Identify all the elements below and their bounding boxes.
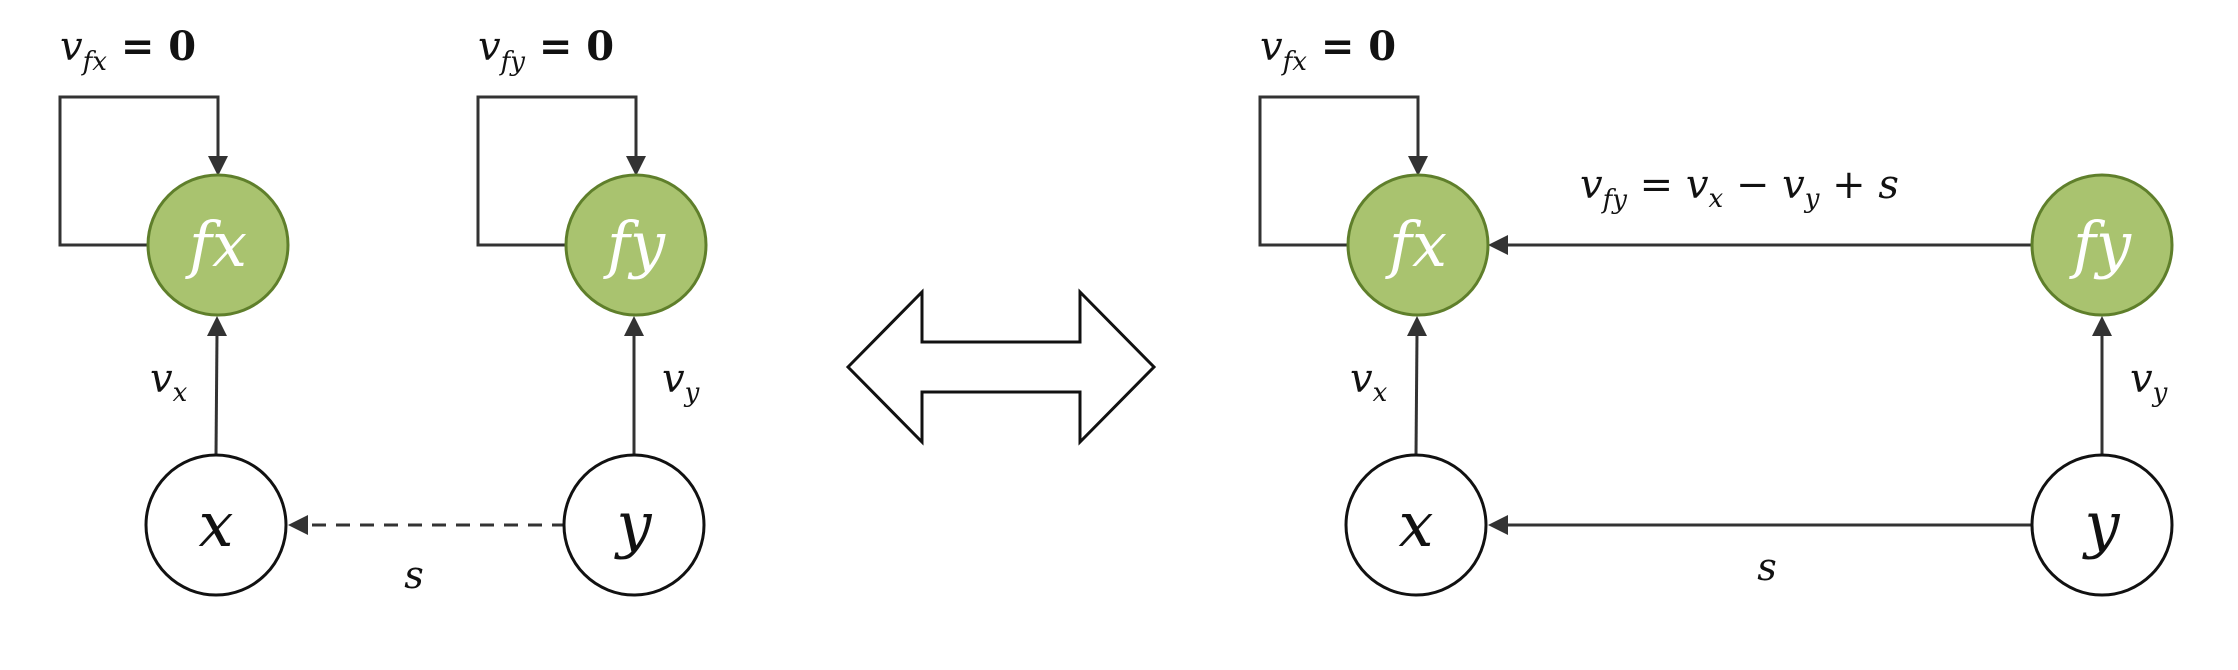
left-node-fx-label: fx <box>185 208 247 281</box>
left-vfy-rhs: = 0 <box>525 23 614 70</box>
right-edge-x-to-fx-arrowhead <box>1407 316 1427 336</box>
left-vx-v: v <box>150 356 173 402</box>
right-vfy-eq: = <box>1627 162 1686 208</box>
right-vfy-vy-sub: y <box>1804 184 1820 214</box>
equivalence-double-arrow <box>845 288 1157 446</box>
right-fx-self-loop-arrowhead <box>1408 156 1428 176</box>
left-fx-self-loop-arrowhead <box>208 156 228 176</box>
right-vfy-plus: + s <box>1819 162 1898 208</box>
right-node-y <box>2030 453 2174 597</box>
right-fx-self-loop <box>1258 95 1420 247</box>
left-node-x <box>144 453 288 597</box>
left-vfy-sub: fy <box>499 47 526 77</box>
right-vfx-v: v <box>1260 24 1283 70</box>
right-label-vfy-eq: vfy = vx − vy + s <box>1580 162 1899 215</box>
right-edge-fy-to-fx-arrowhead <box>1488 235 1508 255</box>
right-vfy-v: v <box>1580 162 1603 208</box>
right-edge-y-to-fy-arrowhead <box>2092 316 2112 336</box>
left-vy-sub: y <box>684 378 700 408</box>
left-node-y <box>562 453 706 597</box>
left-vfx-sub: fx <box>81 47 108 77</box>
left-node-fy-label: fy <box>603 208 666 281</box>
right-vy-sub: y <box>2152 378 2168 408</box>
left-vfx-v: v <box>60 24 83 70</box>
right-label-vy: vy <box>2130 356 2168 408</box>
left-node-fx <box>146 173 290 317</box>
right-panel: fx fy x y vfx = 0 vfy = vx − vy + s vx v… <box>1258 23 2174 597</box>
right-vfy-sub: fy <box>1601 185 1628 215</box>
right-edge-x-to-fx <box>1414 333 1419 456</box>
right-node-fx-label: fx <box>1385 208 1447 281</box>
left-panel: fx fy x y vfx = 0 vfy = 0 vx vy s <box>58 23 708 597</box>
left-node-x-label: x <box>199 488 234 561</box>
left-edge-x-to-fx-arrowhead <box>207 316 227 336</box>
right-node-fy-label: fy <box>2069 208 2132 281</box>
right-node-x-label: x <box>1399 488 1434 561</box>
right-node-fx <box>1346 173 1490 317</box>
right-label-s: s <box>1757 545 1777 589</box>
left-vx-sub: x <box>173 378 188 408</box>
left-vfx-rhs: = 0 <box>107 23 196 70</box>
left-vfy-v: v <box>478 24 501 70</box>
right-label-vx: vx <box>1350 356 1388 408</box>
right-vfx-sub: fx <box>1281 47 1308 77</box>
right-edge-y-to-x-arrowhead <box>1488 515 1508 535</box>
left-edge-x-to-fx <box>214 333 219 456</box>
left-label-vy: vy <box>662 356 700 408</box>
left-node-y-label: y <box>613 488 652 561</box>
left-node-fy <box>564 173 708 317</box>
left-fx-self-loop <box>58 95 220 247</box>
right-label-vfx-eq: vfx = 0 <box>1260 23 1396 77</box>
left-edge-y-to-fy-arrowhead <box>624 316 644 336</box>
right-node-fy <box>2030 173 2174 317</box>
right-vfy-minus: − <box>1723 162 1782 208</box>
left-label-vx: vx <box>150 356 188 408</box>
right-vfy-vx-sub: x <box>1708 184 1723 214</box>
right-vfx-rhs: = 0 <box>1307 23 1396 70</box>
right-vx-v: v <box>1350 356 1373 402</box>
left-label-vfy-eq: vfy = 0 <box>478 23 614 77</box>
right-node-y-label: y <box>2081 488 2120 561</box>
right-vfy-vy: v <box>1782 162 1805 208</box>
left-label-s: s <box>404 553 424 597</box>
right-vy-v: v <box>2130 356 2153 402</box>
left-fy-self-loop <box>476 95 638 247</box>
left-label-vfx-eq: vfx = 0 <box>60 23 196 77</box>
right-vx-sub: x <box>1373 378 1388 408</box>
left-fy-self-loop-arrowhead <box>626 156 646 176</box>
left-edge-y-to-x-arrowhead <box>288 515 308 535</box>
right-node-x <box>1344 453 1488 597</box>
left-vy-v: v <box>662 356 685 402</box>
right-vfy-vx: v <box>1686 162 1709 208</box>
